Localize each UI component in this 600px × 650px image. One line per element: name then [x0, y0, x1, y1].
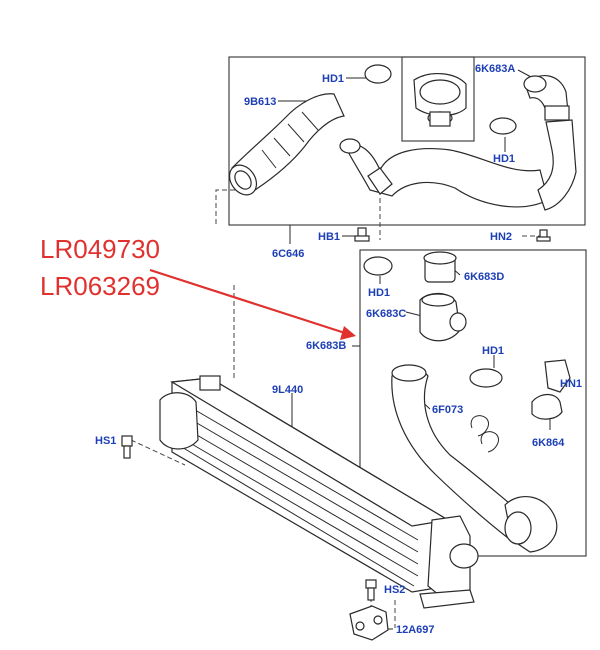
- intercooler-9l440: [159, 375, 479, 609]
- label-6k683a: 6K683A: [475, 63, 515, 75]
- bolt-hn2: [536, 229, 551, 242]
- clamp-hd1-lower: [469, 368, 503, 388]
- label-hb1: HB1: [318, 231, 340, 243]
- label-hd1-top: HD1: [322, 73, 344, 85]
- callout-part-number-2: LR063269: [40, 271, 160, 301]
- label-hd1-right: HD1: [493, 153, 515, 165]
- label-12a697: 12A697: [396, 624, 435, 636]
- label-hs1: HS1: [95, 435, 116, 447]
- label-hn2: HN2: [490, 231, 512, 243]
- elbow-lower-right: [504, 496, 558, 553]
- clamp-hd1-mid: [363, 256, 393, 276]
- clamp-hd1-upper: [364, 64, 392, 84]
- intake-pipe-upper: [339, 138, 549, 208]
- elbow-6k683a: [523, 75, 577, 211]
- label-hs2: HS2: [384, 584, 405, 596]
- bolt-hs1: [121, 435, 133, 459]
- label-6c646: 6C646: [272, 248, 304, 260]
- throttle-inset-box: [401, 56, 475, 142]
- label-6f073: 6F073: [432, 404, 463, 416]
- label-6k864: 6K864: [532, 437, 565, 449]
- bolt-hb1: [354, 227, 370, 242]
- label-6k683c: 6K683C: [366, 308, 406, 320]
- label-hn1: HN1: [560, 378, 582, 390]
- callout-part-number-1: LR049730: [40, 234, 160, 264]
- label-hd1-lower: HD1: [482, 345, 504, 357]
- bracket-12a697: [349, 605, 389, 641]
- callout-arrow: [149, 268, 356, 340]
- sensor-6k683d: [423, 251, 457, 283]
- label-9l440: 9L440: [272, 384, 303, 396]
- clamp-hd1-right: [489, 117, 517, 135]
- hose-9b613: [228, 93, 345, 196]
- throttle-body: [413, 73, 467, 127]
- hose-6f073: [391, 364, 521, 539]
- bracket-6k864: [531, 359, 571, 420]
- bolt-hs2: [365, 579, 377, 601]
- label-6k683b: 6K683B: [306, 340, 346, 352]
- connector-6k683c: [419, 292, 467, 342]
- label-hd1-mid: HD1: [368, 287, 390, 299]
- clips-lower: [470, 415, 499, 453]
- label-6k683d: 6K683D: [464, 271, 504, 283]
- label-9b613: 9B613: [244, 96, 276, 108]
